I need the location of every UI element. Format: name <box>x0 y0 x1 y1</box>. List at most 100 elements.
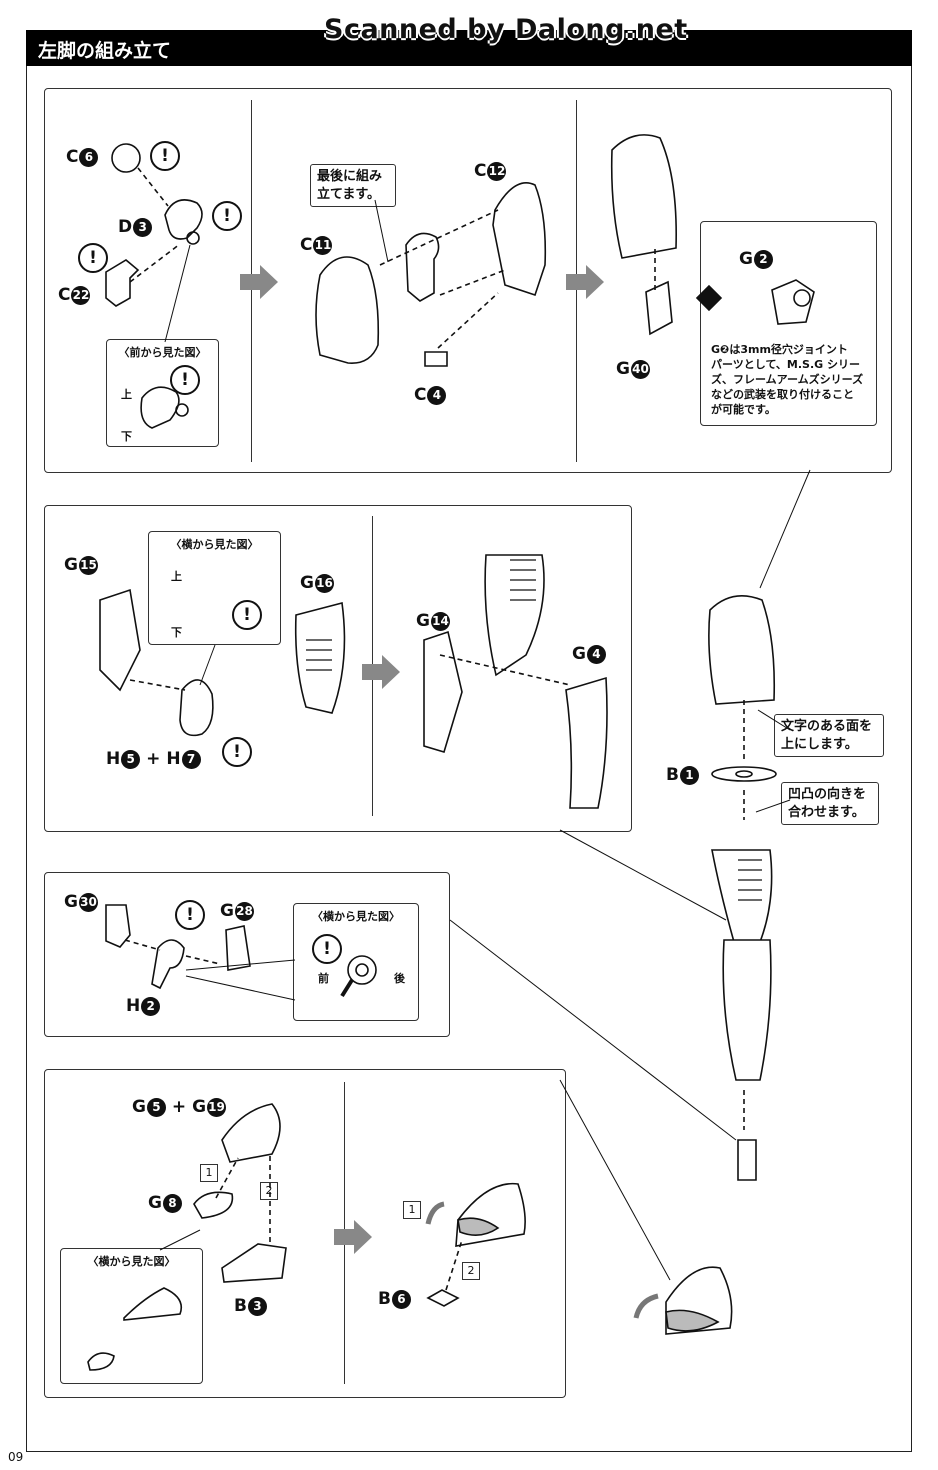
note-title: 〈横から見た図〉 <box>87 1255 176 1268</box>
attention-icon: ! <box>312 934 342 964</box>
attention-icon: ! <box>150 141 180 171</box>
attention-icon: ! <box>222 737 252 767</box>
down-label: 下 <box>121 430 132 443</box>
section-title: 左脚の組み立て <box>38 40 172 62</box>
step-number-1: 1 <box>403 1201 421 1219</box>
back-label: 後 <box>394 972 405 985</box>
rotate-arrow-icon <box>425 1201 445 1225</box>
ankle-joint-final <box>737 1139 757 1181</box>
part-g16-drawing <box>294 601 346 714</box>
assembled-foot-drawing <box>455 1182 526 1247</box>
side-view-drawing <box>123 1287 183 1321</box>
part-h5-h7-drawing <box>179 679 214 737</box>
assembly-arrow <box>129 679 186 691</box>
up-label: 上 <box>121 388 132 401</box>
part-c4-drawing <box>424 351 448 367</box>
part-g15-drawing <box>99 588 141 692</box>
assembly-arrow <box>439 654 571 686</box>
part-g14-drawing <box>423 630 463 753</box>
align-notch-callout: 凹凸の向きを 合わせます。 <box>781 782 879 826</box>
attention-icon: ! <box>212 201 242 231</box>
note-title: 〈前から見た図〉 <box>118 346 207 359</box>
next-step-arrow-icon <box>566 265 604 299</box>
assembly-arrow <box>215 1152 271 1242</box>
note-title: 〈横から見た図〉 <box>312 910 400 923</box>
callout-line <box>755 469 811 813</box>
lower-leg-subassy-drawing <box>484 554 545 677</box>
attention-icon: ! <box>232 600 262 630</box>
part-g40-drawing <box>645 280 673 336</box>
callout-line <box>374 199 389 263</box>
attention-icon: ! <box>78 243 108 273</box>
next-step-arrow-icon <box>362 655 400 689</box>
part-h2-drawing <box>151 939 185 990</box>
up-label: 上 <box>171 570 182 583</box>
attention-icon: ! <box>175 900 205 930</box>
g2-info-text: G❷は3mm径穴ジョイント パーツとして、M.S.G シリー ズ、フレームアーム… <box>711 343 864 416</box>
callout-line <box>449 829 737 1281</box>
part-d3-drawing <box>164 199 203 240</box>
part-b3-drawing <box>221 1243 287 1283</box>
front-view-drawing <box>140 386 180 429</box>
assembly-arrow <box>124 939 221 965</box>
page-frame <box>26 66 912 1452</box>
part-g28-drawing <box>225 925 251 971</box>
assemble-last-callout: 最後に組み 立てます。 <box>310 164 396 208</box>
note-title: 〈横から見た図〉 <box>170 538 259 551</box>
down-label: 下 <box>171 626 182 639</box>
callout-line <box>199 644 216 686</box>
step-number-1: 1 <box>200 1164 218 1182</box>
part-g4-drawing <box>565 676 608 809</box>
assembly-arrow <box>379 209 506 349</box>
part-g8-drawing <box>193 1191 234 1219</box>
part-g2-drawing <box>771 279 815 325</box>
side-view-drawing <box>347 955 377 985</box>
ref-diamond-icon <box>695 284 723 312</box>
part-c12-drawing <box>492 182 547 297</box>
part-d3-c22-subassy-drawing <box>405 232 440 302</box>
callout-line <box>185 959 296 1001</box>
attention-icon: ! <box>170 365 200 395</box>
section-title-bar: 左脚の組み立て <box>26 30 912 66</box>
rotate-arrow-icon <box>633 1293 659 1319</box>
part-g5-g19-drawing <box>221 1103 281 1163</box>
part-c11-drawing <box>315 256 380 364</box>
side-view-note: 〈横から見た図〉 上 下 <box>148 531 281 645</box>
next-step-arrow-icon <box>334 1220 372 1254</box>
part-c22-drawing <box>105 259 140 307</box>
part-g30-drawing <box>105 904 131 948</box>
step-number-2: 2 <box>462 1262 480 1280</box>
part-b6-drawing <box>426 1289 460 1307</box>
assembly-arrow <box>129 167 181 283</box>
assembled-upper-leg-drawing <box>610 134 677 259</box>
part-c6-drawing <box>111 143 141 173</box>
front-label: 前 <box>318 972 329 985</box>
assembly-arrow <box>445 1239 463 1291</box>
page-number: 09 <box>8 1450 24 1464</box>
callout-line <box>164 244 191 343</box>
watermark: Scanned by Dalong.net <box>324 14 688 45</box>
assembled-upper-leg-final <box>708 594 776 705</box>
step-number-2: 2 <box>260 1182 278 1200</box>
part-b1-washer <box>711 766 777 782</box>
